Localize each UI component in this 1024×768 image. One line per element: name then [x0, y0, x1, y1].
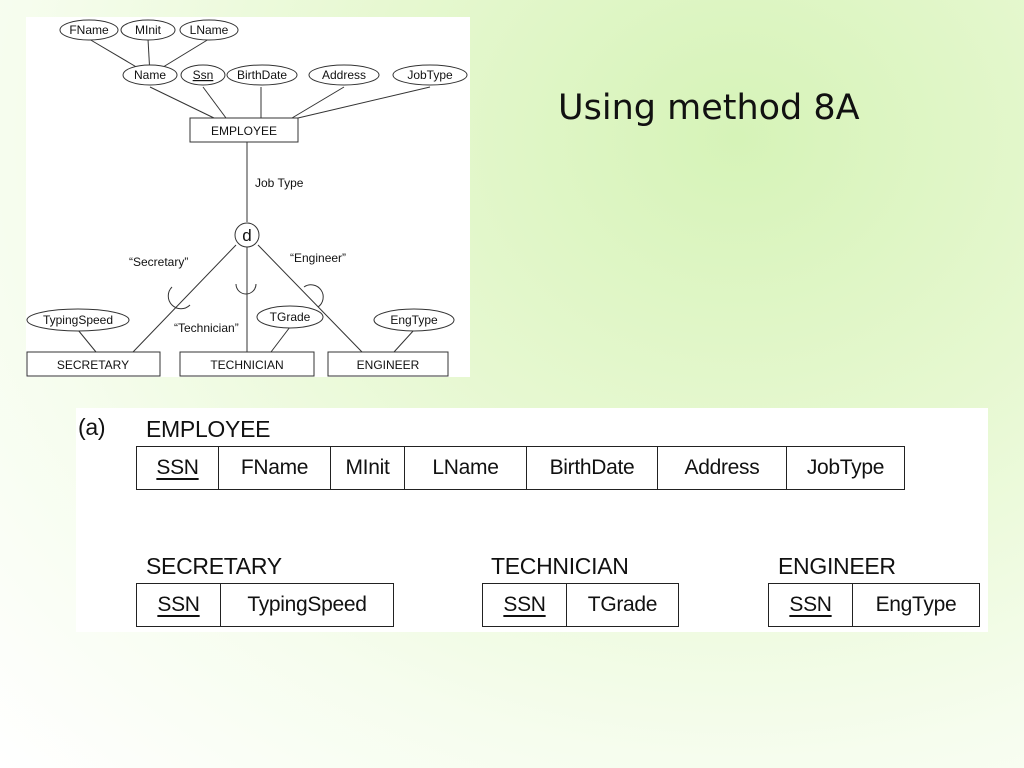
- svg-text:d: d: [242, 226, 251, 245]
- column-birthdate: BirthDate: [527, 447, 658, 489]
- column-fname: FName: [219, 447, 331, 489]
- svg-text:TGrade: TGrade: [270, 310, 311, 324]
- column-minit: MInit: [331, 447, 405, 489]
- attribute-birthdate: BirthDate: [226, 64, 298, 86]
- entity-secretary: SECRETARY: [26, 351, 161, 377]
- column-lname: LName: [405, 447, 527, 489]
- defining-attribute-label: Job Type: [255, 176, 304, 190]
- relation-table-secretary: SSN TypingSpeed: [136, 583, 394, 627]
- svg-text:LName: LName: [190, 23, 229, 37]
- column-ssn: SSN: [483, 584, 567, 626]
- er-diagram: FName MInit LName Name Ssn BirthDate Add…: [26, 17, 470, 377]
- relation-table-employee: SSN FName MInit LName BirthDate Address …: [136, 446, 905, 490]
- relation-table-technician: SSN TGrade: [482, 583, 679, 627]
- column-typingspeed: TypingSpeed: [247, 593, 367, 616]
- name-component-minit: MInit: [120, 19, 176, 41]
- er-connectors: [77, 38, 431, 353]
- relation-table-engineer: SSN EngType: [768, 583, 980, 627]
- predicate-technician: “Technician”: [174, 321, 239, 335]
- svg-text:JobType: JobType: [407, 68, 453, 82]
- svg-text:EngType: EngType: [390, 313, 438, 327]
- relational-schema: (a) EMPLOYEE SSN FName MInit LName Birth…: [76, 408, 988, 632]
- column-ssn: SSN: [137, 447, 219, 489]
- attribute-ssn: Ssn: [180, 64, 226, 86]
- relation-name-technician: TECHNICIAN: [491, 553, 629, 579]
- svg-text:MInit: MInit: [135, 23, 162, 37]
- slide-title: Using method 8A: [558, 88, 860, 128]
- column-jobtype: JobType: [806, 456, 885, 479]
- relation-name-engineer: ENGINEER: [778, 553, 896, 579]
- predicate-secretary: “Secretary”: [129, 255, 188, 269]
- svg-text:Ssn: Ssn: [193, 68, 214, 82]
- svg-text:Address: Address: [322, 68, 366, 82]
- disjoint-circle: d: [234, 222, 260, 248]
- attribute-name: Name: [122, 64, 178, 86]
- attribute-engtype: EngType: [373, 308, 455, 332]
- svg-text:FName: FName: [69, 23, 109, 37]
- name-component-fname: FName: [59, 19, 119, 41]
- svg-text:EMPLOYEE: EMPLOYEE: [211, 124, 277, 138]
- er-diagram-canvas: FName MInit LName Name Ssn BirthDate Add…: [26, 19, 468, 377]
- column-ssn: SSN: [137, 584, 221, 626]
- column-tgrade: TGrade: [587, 593, 658, 616]
- svg-text:SECRETARY: SECRETARY: [57, 358, 129, 372]
- attribute-tgrade: TGrade: [256, 305, 324, 329]
- attribute-jobtype: JobType: [392, 64, 468, 86]
- predicate-engineer: “Engineer”: [290, 251, 346, 265]
- svg-text:BirthDate: BirthDate: [237, 68, 287, 82]
- attribute-typingspeed: TypingSpeed: [26, 308, 130, 332]
- name-component-lname: LName: [179, 19, 239, 41]
- attribute-address: Address: [308, 64, 380, 86]
- entity-engineer: ENGINEER: [327, 351, 449, 377]
- svg-text:Name: Name: [134, 68, 166, 82]
- column-ssn: SSN: [769, 584, 853, 626]
- entity-employee: EMPLOYEE: [189, 117, 299, 143]
- column-address: Address: [658, 447, 787, 489]
- svg-text:TypingSpeed: TypingSpeed: [43, 313, 113, 327]
- relation-name-secretary: SECRETARY: [146, 553, 282, 579]
- column-engtype: EngType: [875, 593, 957, 616]
- svg-text:TECHNICIAN: TECHNICIAN: [210, 358, 283, 372]
- part-label: (a): [78, 414, 106, 440]
- svg-text:ENGINEER: ENGINEER: [357, 358, 420, 372]
- entity-technician: TECHNICIAN: [179, 351, 315, 377]
- relation-name-employee: EMPLOYEE: [146, 416, 271, 442]
